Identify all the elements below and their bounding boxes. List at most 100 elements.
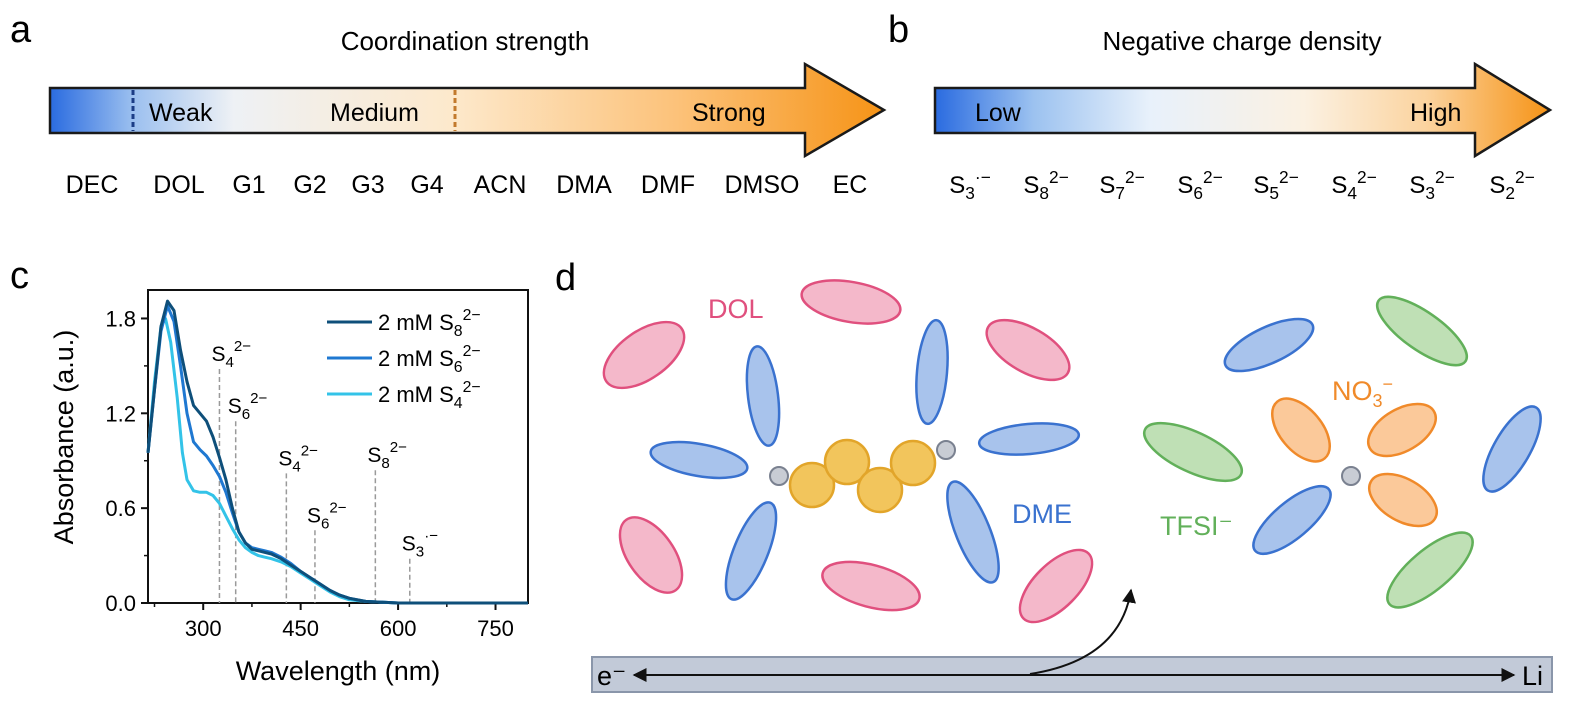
polysulfide-species-superscript: 2− bbox=[1357, 167, 1377, 187]
dme-molecule bbox=[745, 345, 781, 447]
tfsi-anion bbox=[1375, 295, 1469, 367]
dol-molecule bbox=[602, 320, 686, 390]
x-tick-label: 600 bbox=[380, 616, 417, 641]
dme-molecule bbox=[1252, 484, 1332, 556]
peak-label-superscript: 2− bbox=[234, 338, 251, 355]
polysulfide-species-base: S bbox=[1253, 172, 1269, 199]
dme-molecule bbox=[977, 422, 1081, 456]
y-axis-title: Absorbance (a.u.) bbox=[49, 330, 79, 545]
y-tick-label: 1.2 bbox=[105, 401, 136, 426]
low-label: Low bbox=[975, 99, 1022, 127]
x-axis-title: Wavelength (nm) bbox=[236, 656, 441, 686]
solvent-label: ACN bbox=[474, 171, 527, 199]
panel-b: Negative charge density Low High S3·−S82… bbox=[933, 26, 1553, 203]
dme-molecule bbox=[1223, 317, 1315, 373]
spectra-lines bbox=[146, 299, 528, 605]
polysulfide-species: S22− bbox=[1489, 167, 1534, 203]
peak-label-superscript: 2− bbox=[390, 439, 407, 456]
peak-label: S82− bbox=[367, 439, 407, 472]
polysulfide-species-superscript: ·− bbox=[975, 167, 991, 187]
peak-label-base: S bbox=[278, 447, 292, 470]
peak-label: S42− bbox=[278, 442, 318, 475]
polysulfide-species-base: S bbox=[1331, 172, 1347, 199]
sulfur-atom bbox=[823, 438, 871, 486]
nitrate-subscript: 3 bbox=[1373, 391, 1383, 411]
peak-label-subscript: 6 bbox=[242, 406, 250, 423]
peak-label: S62− bbox=[228, 390, 268, 423]
sulfur-atom bbox=[856, 466, 904, 514]
polysulfide-species-subscript: 7 bbox=[1115, 183, 1125, 203]
polysulfide-species-superscript: 2− bbox=[1435, 167, 1455, 187]
high-label: High bbox=[1410, 99, 1461, 127]
legend-label: 2 mM S62− bbox=[378, 343, 481, 376]
dme-molecule bbox=[649, 440, 749, 480]
coordination-gradient-arrow bbox=[48, 61, 887, 159]
legend-label-superscript: 2− bbox=[463, 379, 481, 396]
charge-density-gradient-arrow bbox=[933, 61, 1553, 159]
reaction-arrow bbox=[1029, 588, 1136, 675]
polysulfide-species-base: S bbox=[1023, 172, 1039, 199]
polysulfide-species-superscript: 2− bbox=[1279, 167, 1299, 187]
tfsi-label: TFSI⁻ bbox=[1160, 511, 1233, 541]
solvent-label: DMA bbox=[556, 171, 612, 199]
weak-label: Weak bbox=[149, 99, 213, 127]
polysulfide-species-subscript: 5 bbox=[1269, 183, 1279, 203]
x-tick-label: 300 bbox=[185, 616, 222, 641]
dme-molecule bbox=[946, 480, 1000, 584]
lithium-ion bbox=[769, 466, 789, 486]
polysulfide-species: S3·− bbox=[949, 167, 990, 203]
polysulfide-species-base: S bbox=[1099, 172, 1115, 199]
peak-label-base: S bbox=[307, 504, 321, 527]
peak-label-base: S bbox=[367, 444, 381, 467]
nitrate-superscript: − bbox=[1383, 374, 1394, 394]
solvent-label: DMSO bbox=[725, 171, 800, 199]
lithium-label: Li bbox=[1522, 661, 1543, 691]
polysulfide-species-base: S bbox=[1409, 172, 1425, 199]
solvent-list: DEC DOL G1 G2 G3 G4 ACN DMA DMF DMSO EC bbox=[66, 171, 868, 199]
nitrate-anion bbox=[1367, 402, 1437, 458]
solvent-label: G4 bbox=[410, 171, 443, 199]
plot-frame bbox=[147, 289, 529, 604]
nitrate-base: NO bbox=[1332, 376, 1373, 406]
sulfur-atom bbox=[889, 439, 937, 487]
peak-annotations: S42−S62−S42−S62−S82−S3·− bbox=[211, 338, 438, 603]
dol-molecule bbox=[821, 560, 921, 612]
x-tick-label: 450 bbox=[282, 616, 319, 641]
polysulfide-species-list: S3·−S82−S72−S62−S52−S42−S32−S22− bbox=[949, 167, 1534, 203]
dol-molecule bbox=[618, 516, 684, 594]
polysulfide-species-subscript: 3 bbox=[1425, 183, 1435, 203]
peak-label-subscript: 6 bbox=[321, 515, 329, 532]
polysulfide-species: S62− bbox=[1177, 167, 1222, 203]
peak-label-superscript: 2− bbox=[329, 499, 346, 516]
legend-label-subscript: 8 bbox=[454, 323, 463, 340]
tfsi-anion bbox=[1142, 421, 1244, 483]
peak-label-subscript: 8 bbox=[381, 455, 389, 472]
solvent-label: DOL bbox=[153, 171, 205, 199]
panel-label-c: c bbox=[10, 255, 29, 297]
peak-label-base: S bbox=[228, 395, 242, 418]
dme-molecule bbox=[915, 318, 949, 426]
nitrate-anion bbox=[1271, 397, 1331, 463]
peak-label-base: S bbox=[402, 533, 416, 556]
medium-label: Medium bbox=[330, 99, 419, 127]
peak-label-subscript: 4 bbox=[225, 354, 233, 371]
dol-molecule bbox=[1018, 548, 1094, 624]
dme-molecule bbox=[1482, 405, 1542, 493]
legend-label: 2 mM S42− bbox=[378, 379, 481, 412]
charge-density-title: Negative charge density bbox=[1103, 26, 1382, 56]
panel-a: Coordination strength Weak Medium Strong… bbox=[48, 26, 887, 199]
panel-d: DOL DME TFSI⁻ NO3− e⁻ Li bbox=[591, 279, 1553, 693]
polysulfide-species-superscript: 2− bbox=[1125, 167, 1145, 187]
coordination-title: Coordination strength bbox=[341, 26, 590, 56]
legend-label-superscript: 2− bbox=[463, 307, 481, 324]
nitrate-anion bbox=[1368, 472, 1438, 528]
polysulfide-species-base: S bbox=[1177, 172, 1193, 199]
polysulfide-species-subscript: 3 bbox=[965, 183, 975, 203]
strong-label: Strong bbox=[692, 99, 766, 127]
panel-label-a: a bbox=[10, 9, 32, 51]
polysulfide-species-superscript: 2− bbox=[1049, 167, 1069, 187]
solvent-label: G1 bbox=[232, 171, 265, 199]
polysulfide-species: S42− bbox=[1331, 167, 1376, 203]
solvent-label: DEC bbox=[66, 171, 119, 199]
dol-molecule bbox=[985, 318, 1071, 382]
